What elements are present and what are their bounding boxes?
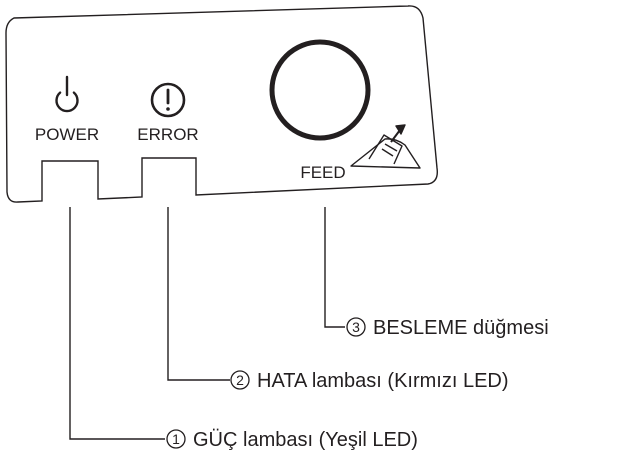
callout-label-power: GÜÇ lambası (Yeşil LED) bbox=[193, 429, 418, 451]
callout-number-1-circle bbox=[166, 429, 186, 449]
callout-number-3: 3 bbox=[352, 319, 360, 335]
callout-feed-button: 3 BESLEME düğmesi bbox=[346, 317, 549, 339]
callout-number-3-circle bbox=[346, 317, 366, 337]
leader-line-feed bbox=[324, 207, 345, 328]
error-icon bbox=[150, 82, 186, 118]
power-label: POWER bbox=[35, 125, 99, 144]
callout-number-2: 2 bbox=[236, 372, 244, 388]
power-icon bbox=[55, 75, 79, 113]
feed-label: FEED bbox=[300, 163, 345, 182]
callout-power-lamp: 1 GÜÇ lambası (Yeşil LED) bbox=[166, 429, 418, 451]
leader-line-error bbox=[167, 207, 230, 381]
paper-feed-icon bbox=[350, 124, 421, 169]
leader-line-power bbox=[69, 207, 165, 440]
callout-number-1: 1 bbox=[172, 431, 180, 447]
feed-button[interactable] bbox=[269, 39, 371, 141]
callout-number-2-circle bbox=[230, 370, 250, 390]
callout-label-error: HATA lambası (Kırmızı LED) bbox=[257, 370, 509, 392]
control-panel-outline bbox=[5, 5, 438, 203]
callout-error-lamp: 2 HATA lambası (Kırmızı LED) bbox=[230, 370, 509, 392]
error-label: ERROR bbox=[137, 125, 198, 144]
callout-label-feed: BESLEME düğmesi bbox=[373, 317, 549, 339]
